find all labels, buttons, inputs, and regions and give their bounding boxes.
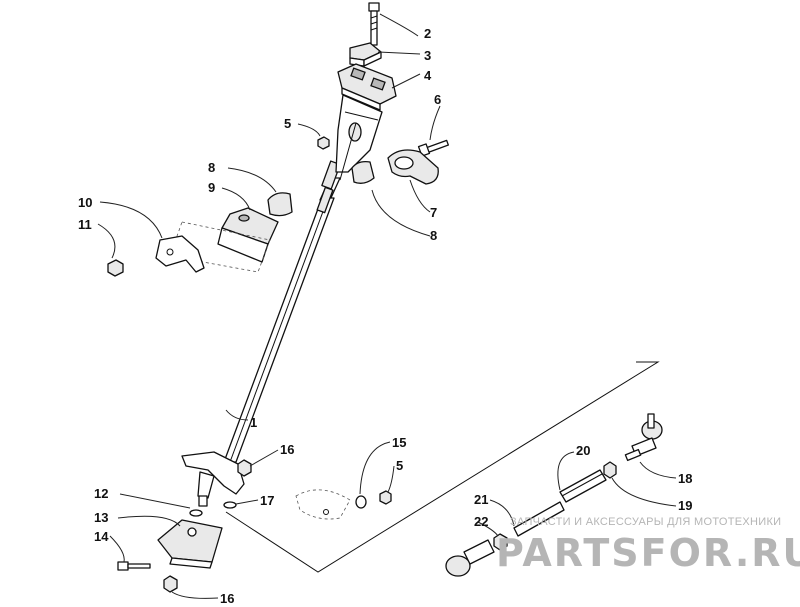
leader-lines xyxy=(97,13,677,599)
clamp-bolt xyxy=(417,139,450,157)
upper-block xyxy=(337,63,397,111)
lower-nut xyxy=(379,490,392,505)
callout-5-lower: 5 xyxy=(396,458,403,473)
jam-nut-18 xyxy=(624,448,642,462)
watermark-tagline: ЗАПЧАСТИ И АКСЕССУАРЫ ДЛЯ МОТОТЕХНИКИ xyxy=(510,516,781,528)
washer-15 xyxy=(355,495,367,509)
bearing-plate xyxy=(157,519,223,569)
upper-cap xyxy=(349,42,382,67)
callout-11: 11 xyxy=(78,217,92,232)
washer-12 xyxy=(189,509,203,517)
callout-16-lower: 16 xyxy=(220,591,234,606)
tie-rod xyxy=(559,469,607,503)
callout-8-right: 8 xyxy=(430,228,437,243)
callout-10: 10 xyxy=(78,195,92,210)
callout-3: 3 xyxy=(424,48,431,63)
steering-post xyxy=(223,94,383,463)
top-bolt xyxy=(368,2,380,46)
upper-nut xyxy=(317,136,330,150)
reference-plate xyxy=(295,489,351,520)
cap-screw xyxy=(117,561,151,571)
callout-12: 12 xyxy=(94,486,108,501)
bushing-half-right xyxy=(351,160,375,184)
callout-19: 19 xyxy=(678,498,692,513)
jam-nut-22 xyxy=(493,533,508,551)
callout-2: 2 xyxy=(424,26,431,41)
callout-15: 15 xyxy=(392,435,406,450)
callout-21: 21 xyxy=(474,492,488,507)
callout-17: 17 xyxy=(260,493,274,508)
callout-4: 4 xyxy=(424,68,432,83)
washer-17 xyxy=(223,501,237,509)
steering-arm xyxy=(181,451,245,507)
callout-labels: 2 3 4 5 6 7 8 9 8 10 11 1 16 15 5 20 12 … xyxy=(78,26,692,606)
callout-7: 7 xyxy=(430,205,437,220)
callout-6: 6 xyxy=(434,92,441,107)
callout-9: 9 xyxy=(208,180,215,195)
clamp-cap xyxy=(387,149,439,185)
callout-18: 18 xyxy=(678,471,692,486)
tie-rod-frame xyxy=(225,361,660,573)
mounting-bracket xyxy=(155,221,271,273)
callout-8-left: 8 xyxy=(208,160,215,175)
tie-rod-sleeve xyxy=(513,501,565,537)
tie-rod-end-inner xyxy=(445,539,495,577)
callout-1: 1 xyxy=(250,415,257,430)
callout-13: 13 xyxy=(94,510,108,525)
callout-22: 22 xyxy=(474,514,488,529)
callout-5-upper: 5 xyxy=(284,116,291,131)
callout-20: 20 xyxy=(576,443,590,458)
callout-16-upper: 16 xyxy=(280,442,294,457)
callout-14: 14 xyxy=(94,529,109,544)
watermark-logo: PARTSFOR.RU xyxy=(496,531,800,575)
arm-nut xyxy=(237,459,252,477)
bushing-half-left xyxy=(267,192,293,217)
plate-nut xyxy=(163,575,178,593)
bracket-nut xyxy=(107,259,124,277)
watermark: ЗАПЧАСТИ И АКСЕССУАРЫ ДЛЯ МОТОТЕХНИКИ PA… xyxy=(496,516,800,575)
jam-nut-19 xyxy=(603,461,617,479)
lower-block xyxy=(217,207,279,263)
